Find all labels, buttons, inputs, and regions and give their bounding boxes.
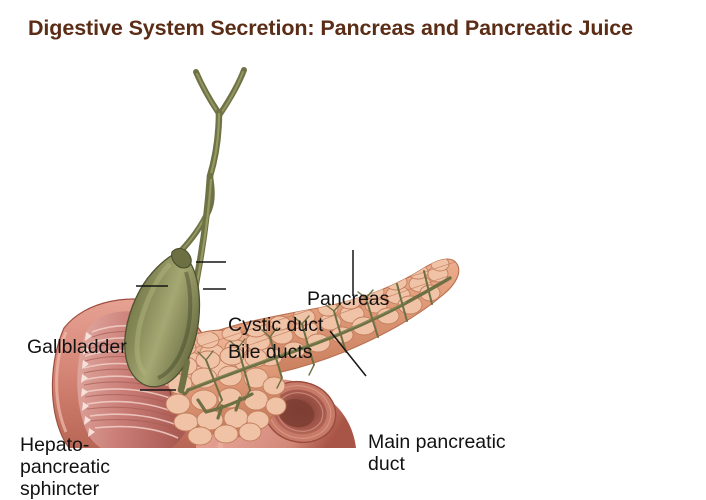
label-main-pancreatic-duct-line2: duct bbox=[368, 453, 405, 475]
slide-canvas: Digestive System Secretion: Pancreas and… bbox=[0, 16, 706, 500]
pancreas-anatomy-illustration bbox=[51, 67, 460, 448]
label-sphincter-line2: pancreatic bbox=[20, 456, 110, 478]
label-bile-ducts: Bile ducts bbox=[228, 341, 313, 363]
pancreatic-duct-system bbox=[186, 276, 452, 392]
label-sphincter-line3: sphincter bbox=[20, 478, 100, 500]
page-title: Digestive System Secretion: Pancreas and… bbox=[28, 16, 633, 40]
label-main-pancreatic-duct-line1: Main pancreatic bbox=[368, 431, 506, 453]
bile-duct-in-pancreas-head bbox=[178, 359, 190, 393]
label-sphincter-line1: Hepato- bbox=[20, 434, 90, 456]
label-cystic-duct: Cystic duct bbox=[228, 314, 324, 336]
anatomy-figure: Gallbladder Cystic duct Bile ducts Pancr… bbox=[0, 60, 706, 500]
leader-lines bbox=[136, 250, 367, 391]
label-pancreas: Pancreas bbox=[307, 288, 390, 310]
leader-main-pancreatic-duct bbox=[329, 330, 367, 377]
label-gallbladder: Gallbladder bbox=[27, 336, 127, 358]
